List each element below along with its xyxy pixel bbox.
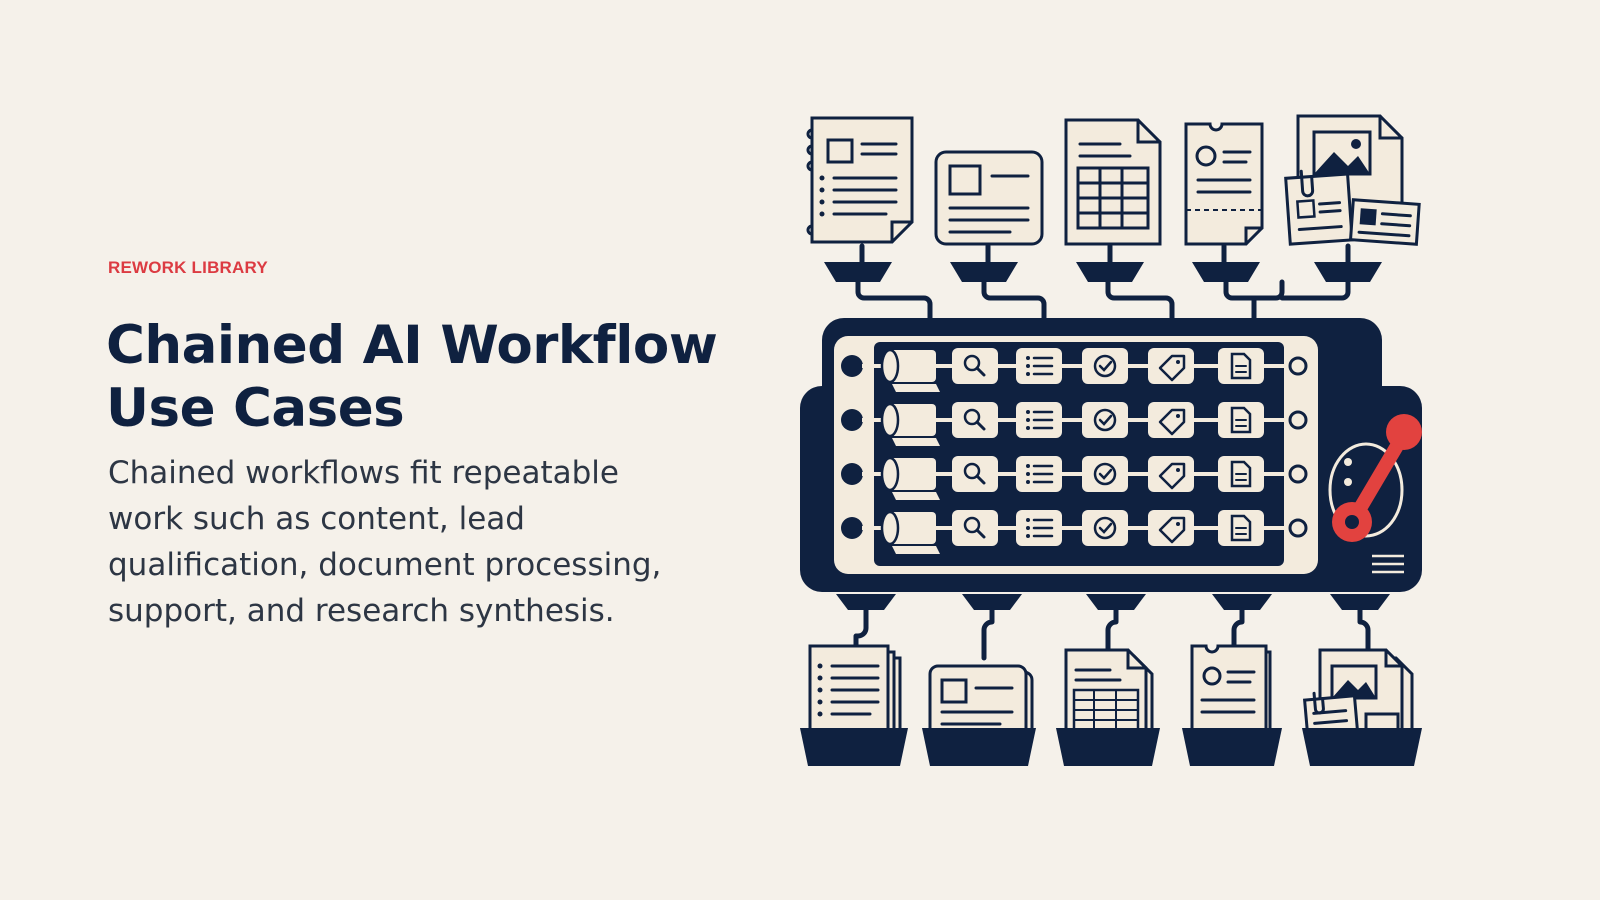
output-resume-document-icon — [800, 644, 908, 766]
output-ticket-document-icon — [1182, 644, 1282, 766]
input-profile-card-icon — [934, 150, 1044, 246]
workflow-machine-illustration: .n{fill:#0f2140} .c{fill:#f3ebdd} .ln{st… — [800, 114, 1422, 766]
input-spreadsheet-document-icon — [1064, 118, 1162, 246]
page-title: Chained AI Workflow Use Cases — [106, 315, 718, 439]
output-spreadsheet-document-icon — [1056, 648, 1160, 766]
pipeline-row — [862, 348, 1308, 392]
workflow-machine — [800, 318, 1422, 592]
input-image-collage-document-icon — [1284, 114, 1421, 246]
output-image-collage-document-icon — [1302, 648, 1422, 766]
input-resume-document-icon — [806, 116, 914, 244]
input-funnels — [824, 243, 1382, 325]
eyebrow-label: REWORK LIBRARY — [108, 258, 268, 277]
crank-handle-icon — [1328, 414, 1422, 574]
output-funnels — [836, 594, 1390, 661]
input-ticket-document-icon — [1184, 122, 1264, 246]
page-subtitle: Chained workflows fit repeatable work su… — [108, 455, 662, 629]
output-profile-card-icon — [922, 664, 1036, 766]
